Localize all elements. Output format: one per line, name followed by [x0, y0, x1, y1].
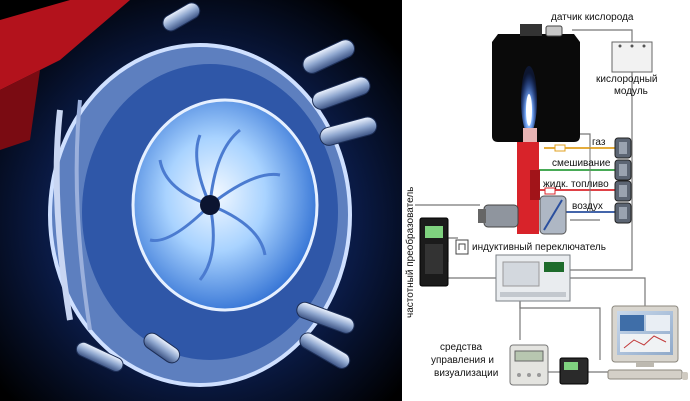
burner-photo: [0, 0, 402, 401]
label-control-3: визуализации: [434, 368, 498, 379]
computer: [608, 306, 688, 380]
label-oxygen-sensor: датчик кислорода: [551, 12, 634, 23]
inductive-switch-icon: [456, 240, 468, 254]
schematic: датчик кислорода кислородный модуль газ …: [404, 12, 688, 385]
label-frequency-converter: частотный преобразователь: [404, 187, 416, 318]
label-gas: газ: [592, 137, 606, 148]
fan-motor: [484, 205, 518, 227]
nozzle-center: [200, 195, 220, 215]
boiler-neck: [520, 24, 542, 36]
label-control-1: средства: [440, 342, 483, 353]
label-inductive-switch: индуктивный переключатель: [472, 242, 606, 253]
burner-face: [133, 100, 317, 310]
label-air: воздух: [572, 201, 603, 212]
label-oxygen-module-2: модуль: [614, 86, 648, 97]
label-oxygen-module-1: кислородный: [596, 74, 658, 85]
oxygen-sensor-device: [546, 26, 562, 36]
valve-actuators: [615, 138, 631, 223]
label-liquid-fuel: жидк. топливо: [543, 179, 609, 190]
label-mixing: смешивание: [552, 158, 611, 169]
interface-module: [560, 358, 588, 384]
label-control-2: управления и: [431, 355, 494, 366]
